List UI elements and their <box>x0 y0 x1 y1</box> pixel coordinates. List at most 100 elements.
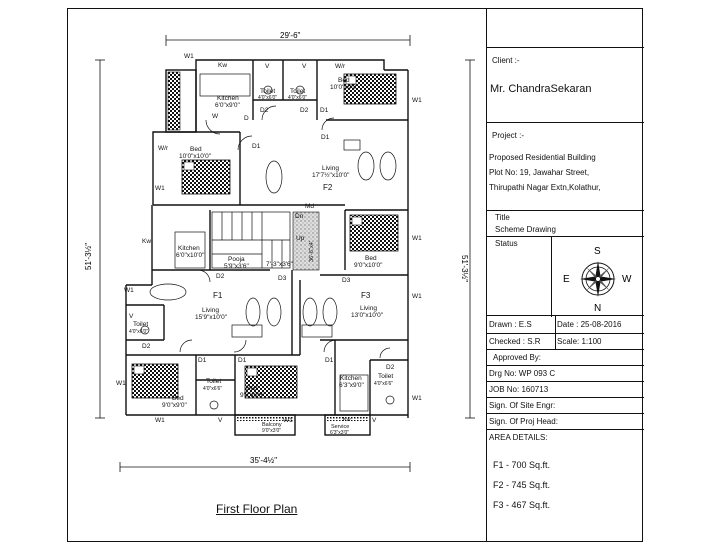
label-bed-bm-dim: 9'0"x9'6" <box>240 392 265 399</box>
label-service-dim: 6'3"x3'0" <box>330 430 349 436</box>
label-living-f3-dim: 13'0"x10'0" <box>351 312 384 319</box>
label-d1-a: D1 <box>252 143 261 150</box>
label-kitchen-r: Kitchen <box>340 375 362 382</box>
label-v-e: V <box>372 417 377 424</box>
label-toilet-r: Toilet <box>378 373 393 380</box>
label-kitchen-top-dim: 6'0"x9'0" <box>215 102 240 109</box>
label-toilet-b-dim: 4'0"x6'0" <box>288 95 307 101</box>
checked: Checked : S.R <box>489 337 541 346</box>
label-up: Up <box>296 235 305 242</box>
drg-no: Drg No: WP 093 C <box>489 369 556 378</box>
date: Date : 25-08-2016 <box>557 320 622 329</box>
label-d2-b: D2 <box>300 107 309 114</box>
label-living-f2: Living <box>322 165 339 172</box>
label-kw-bottom: Kw <box>343 417 351 423</box>
tb-top-row <box>487 8 644 48</box>
project-line-1: Proposed Residential Building <box>489 153 596 162</box>
title-block: Client :- Mr. ChandraSekaran Project :- … <box>486 8 644 542</box>
tb-status-row: Status S E W N <box>487 236 644 317</box>
label-f3: F3 <box>361 291 371 300</box>
label-bed-bl: Bed <box>172 395 184 402</box>
label-v-a: V <box>265 63 270 70</box>
label-toilet-a-dim: 4'0"x6'0" <box>258 95 277 101</box>
label-d3-a: D3 <box>278 275 287 282</box>
area-f3: F3 - 467 Sq.ft. <box>493 500 551 510</box>
label-pooja: Pooja <box>228 256 245 263</box>
label-bed-tr-dim: 10'0"x9'0" <box>330 84 359 91</box>
tb-proj-head-row: Sign. Of Proj Head: <box>487 414 644 430</box>
label-d1-b: D1 <box>321 134 330 141</box>
tb-drawn-row: Drawn : E.S Date : 25-08-2016 <box>487 316 644 334</box>
label-w-a: W <box>212 113 219 120</box>
label-kitchen-l: Kitchen <box>178 245 200 252</box>
dimension-left: 51'-3½" <box>84 243 93 270</box>
proj-head: Sign. Of Proj Head: <box>489 417 558 426</box>
area-f2: F2 - 745 Sq.ft. <box>493 480 551 490</box>
label-w1-f: W1 <box>124 287 134 294</box>
label-w1-c: W1 <box>412 293 422 300</box>
label-bed-l-dim: 10'0"x10'0" <box>179 153 212 160</box>
walls <box>125 59 409 436</box>
dimension-top: 29'-6" <box>280 31 301 40</box>
label-md: Md <box>305 203 314 210</box>
label-balcony: Balcony <box>262 422 282 428</box>
label-d1-c: D1 <box>198 357 207 364</box>
drawn-divider <box>555 316 556 334</box>
label-dn: Dn <box>295 213 304 220</box>
label-living-f1: Living <box>202 307 219 314</box>
staircase <box>211 211 291 269</box>
label-kitchen-r-dim: 6'3"x9'0" <box>339 382 364 389</box>
label-w1-g: W1 <box>116 380 126 387</box>
beds <box>131 73 399 399</box>
label-v-d: V <box>218 417 223 424</box>
label-v-c: V <box>129 313 134 320</box>
label-kitchen-top: Kitchen <box>217 95 239 102</box>
label-kw-top: Kw <box>218 62 227 69</box>
label-d2-c: D2 <box>216 273 225 280</box>
drawn: Drawn : E.S <box>489 320 532 329</box>
label-toilet-bm-dim: 4'0"x6'6" <box>203 386 222 392</box>
service-hatch <box>327 417 368 421</box>
plan-title: First Floor Plan <box>216 502 298 516</box>
tb-approved-row: Approved By: <box>487 350 644 366</box>
label-toilet-r-dim: 4'0"x6'6" <box>374 381 393 387</box>
label-w1-d: W1 <box>412 395 422 402</box>
label-ramp-dim: 36'-6"x4' <box>309 241 315 262</box>
dimension-lines <box>95 35 475 472</box>
title-label: Title <box>495 213 510 222</box>
label-bed-r-dim: 9'0"x10'0" <box>354 262 383 269</box>
ramp-area <box>292 211 320 271</box>
label-kw-left: Kw <box>142 238 151 245</box>
label-wr-left: W/r <box>158 145 169 152</box>
checked-divider <box>555 334 556 350</box>
project-line-2: Plot No: 19, Jawahar Street, <box>489 168 590 177</box>
label-w1-i: W1 <box>283 417 293 424</box>
client-label: Client :- <box>492 56 520 65</box>
label-w1-h: W1 <box>155 417 165 424</box>
label-bed-tr: Bed <box>338 77 350 84</box>
drawing-sheet-border <box>67 8 643 542</box>
label-d2-d: D2 <box>142 343 151 350</box>
label-f2: F2 <box>323 183 333 192</box>
site-engr: Sign. Of Site Engr: <box>489 401 556 410</box>
label-bed-r: Bed <box>365 255 377 262</box>
label-living-f3: Living <box>360 305 377 312</box>
label-d1-e: D1 <box>325 357 334 364</box>
balcony-hatch <box>237 417 293 421</box>
label-d3-b: D3 <box>342 277 351 284</box>
label-kitchen-l-dim: 6'0"x10'0" <box>176 252 205 259</box>
label-service: Service <box>331 424 349 430</box>
status-label: Status <box>495 239 518 248</box>
label-stair-dim: 7'-3"x3'6" <box>266 261 294 268</box>
label-bed-l: Bed <box>190 146 202 153</box>
label-d-a: D <box>244 115 249 122</box>
compass-s: S <box>594 246 601 257</box>
project-line-3: Thirupathi Nagar Extn,Kolathur, <box>489 183 601 192</box>
approved-by: Approved By: <box>493 353 542 362</box>
label-toilet-bm: Toilet <box>206 378 221 385</box>
tb-job-row: JOB No: 160713 <box>487 382 644 398</box>
label-toilet-a: Toilet <box>260 88 275 95</box>
label-toilet-l: Toilet <box>133 321 148 328</box>
label-d1-d: D1 <box>238 357 247 364</box>
label-pooja-dim: 5'9"x3'6" <box>224 263 249 270</box>
